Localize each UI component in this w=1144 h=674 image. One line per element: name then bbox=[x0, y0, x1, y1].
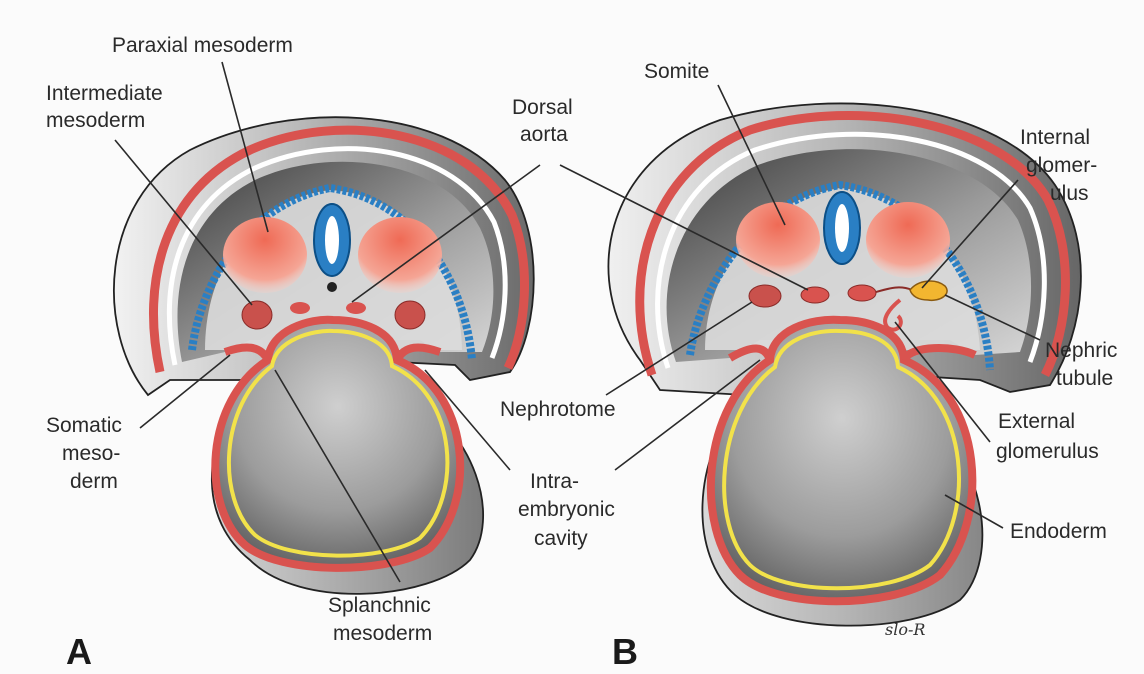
artist-signature: slo-R bbox=[885, 620, 925, 639]
label-paraxial-mesoderm: Paraxial mesoderm bbox=[112, 34, 293, 57]
label-dorsal-2: aorta bbox=[520, 123, 568, 146]
somite-right-b bbox=[866, 202, 950, 278]
neural-canal-b bbox=[835, 204, 849, 252]
label-external-2: glomerulus bbox=[996, 440, 1099, 463]
label-splanchnic-2: mesoderm bbox=[333, 622, 432, 645]
label-somite: Somite bbox=[644, 60, 709, 83]
label-somatic-3: derm bbox=[70, 470, 118, 493]
dorsal-aorta-right-b bbox=[848, 285, 876, 301]
label-splanchnic-1: Splanchnic bbox=[328, 594, 431, 617]
label-nephric-2: tubule bbox=[1056, 367, 1113, 390]
label-internal-2: glomer- bbox=[1026, 154, 1097, 177]
label-intermediate-2: mesoderm bbox=[46, 109, 145, 132]
label-internal-3: ulus bbox=[1050, 182, 1089, 205]
label-dorsal-1: Dorsal bbox=[512, 96, 573, 119]
nephrotome-b bbox=[749, 285, 781, 307]
panel-a-embryo bbox=[114, 117, 534, 594]
label-internal-1: Internal bbox=[1020, 126, 1090, 149]
notochord-a bbox=[327, 282, 337, 292]
label-intra-1: Intra- bbox=[530, 470, 579, 493]
label-nephric-1: Nephric bbox=[1045, 339, 1117, 362]
paraxial-mesoderm-right-a bbox=[358, 217, 442, 293]
paraxial-mesoderm-left-a bbox=[223, 217, 307, 293]
panel-b-embryo bbox=[608, 103, 1080, 625]
dorsal-aorta-right-a bbox=[346, 302, 366, 314]
panel-label-b: B bbox=[612, 631, 638, 672]
label-intermediate-1: Intermediate bbox=[46, 82, 163, 105]
somite-left-b bbox=[736, 202, 820, 278]
label-somatic-2: meso- bbox=[62, 442, 120, 465]
neural-canal-a bbox=[325, 216, 339, 264]
label-intra-3: cavity bbox=[534, 527, 588, 550]
intermediate-mesoderm-left-a bbox=[242, 301, 272, 329]
label-endoderm: Endoderm bbox=[1010, 520, 1107, 543]
label-somatic-1: Somatic bbox=[46, 414, 122, 437]
panel-label-a: A bbox=[66, 631, 92, 672]
label-external-1: External bbox=[998, 410, 1075, 433]
label-nephrotome: Nephrotome bbox=[500, 398, 616, 421]
label-intra-2: embryonic bbox=[518, 498, 615, 521]
intermediate-mesoderm-right-a bbox=[395, 301, 425, 329]
dorsal-aorta-left-a bbox=[290, 302, 310, 314]
